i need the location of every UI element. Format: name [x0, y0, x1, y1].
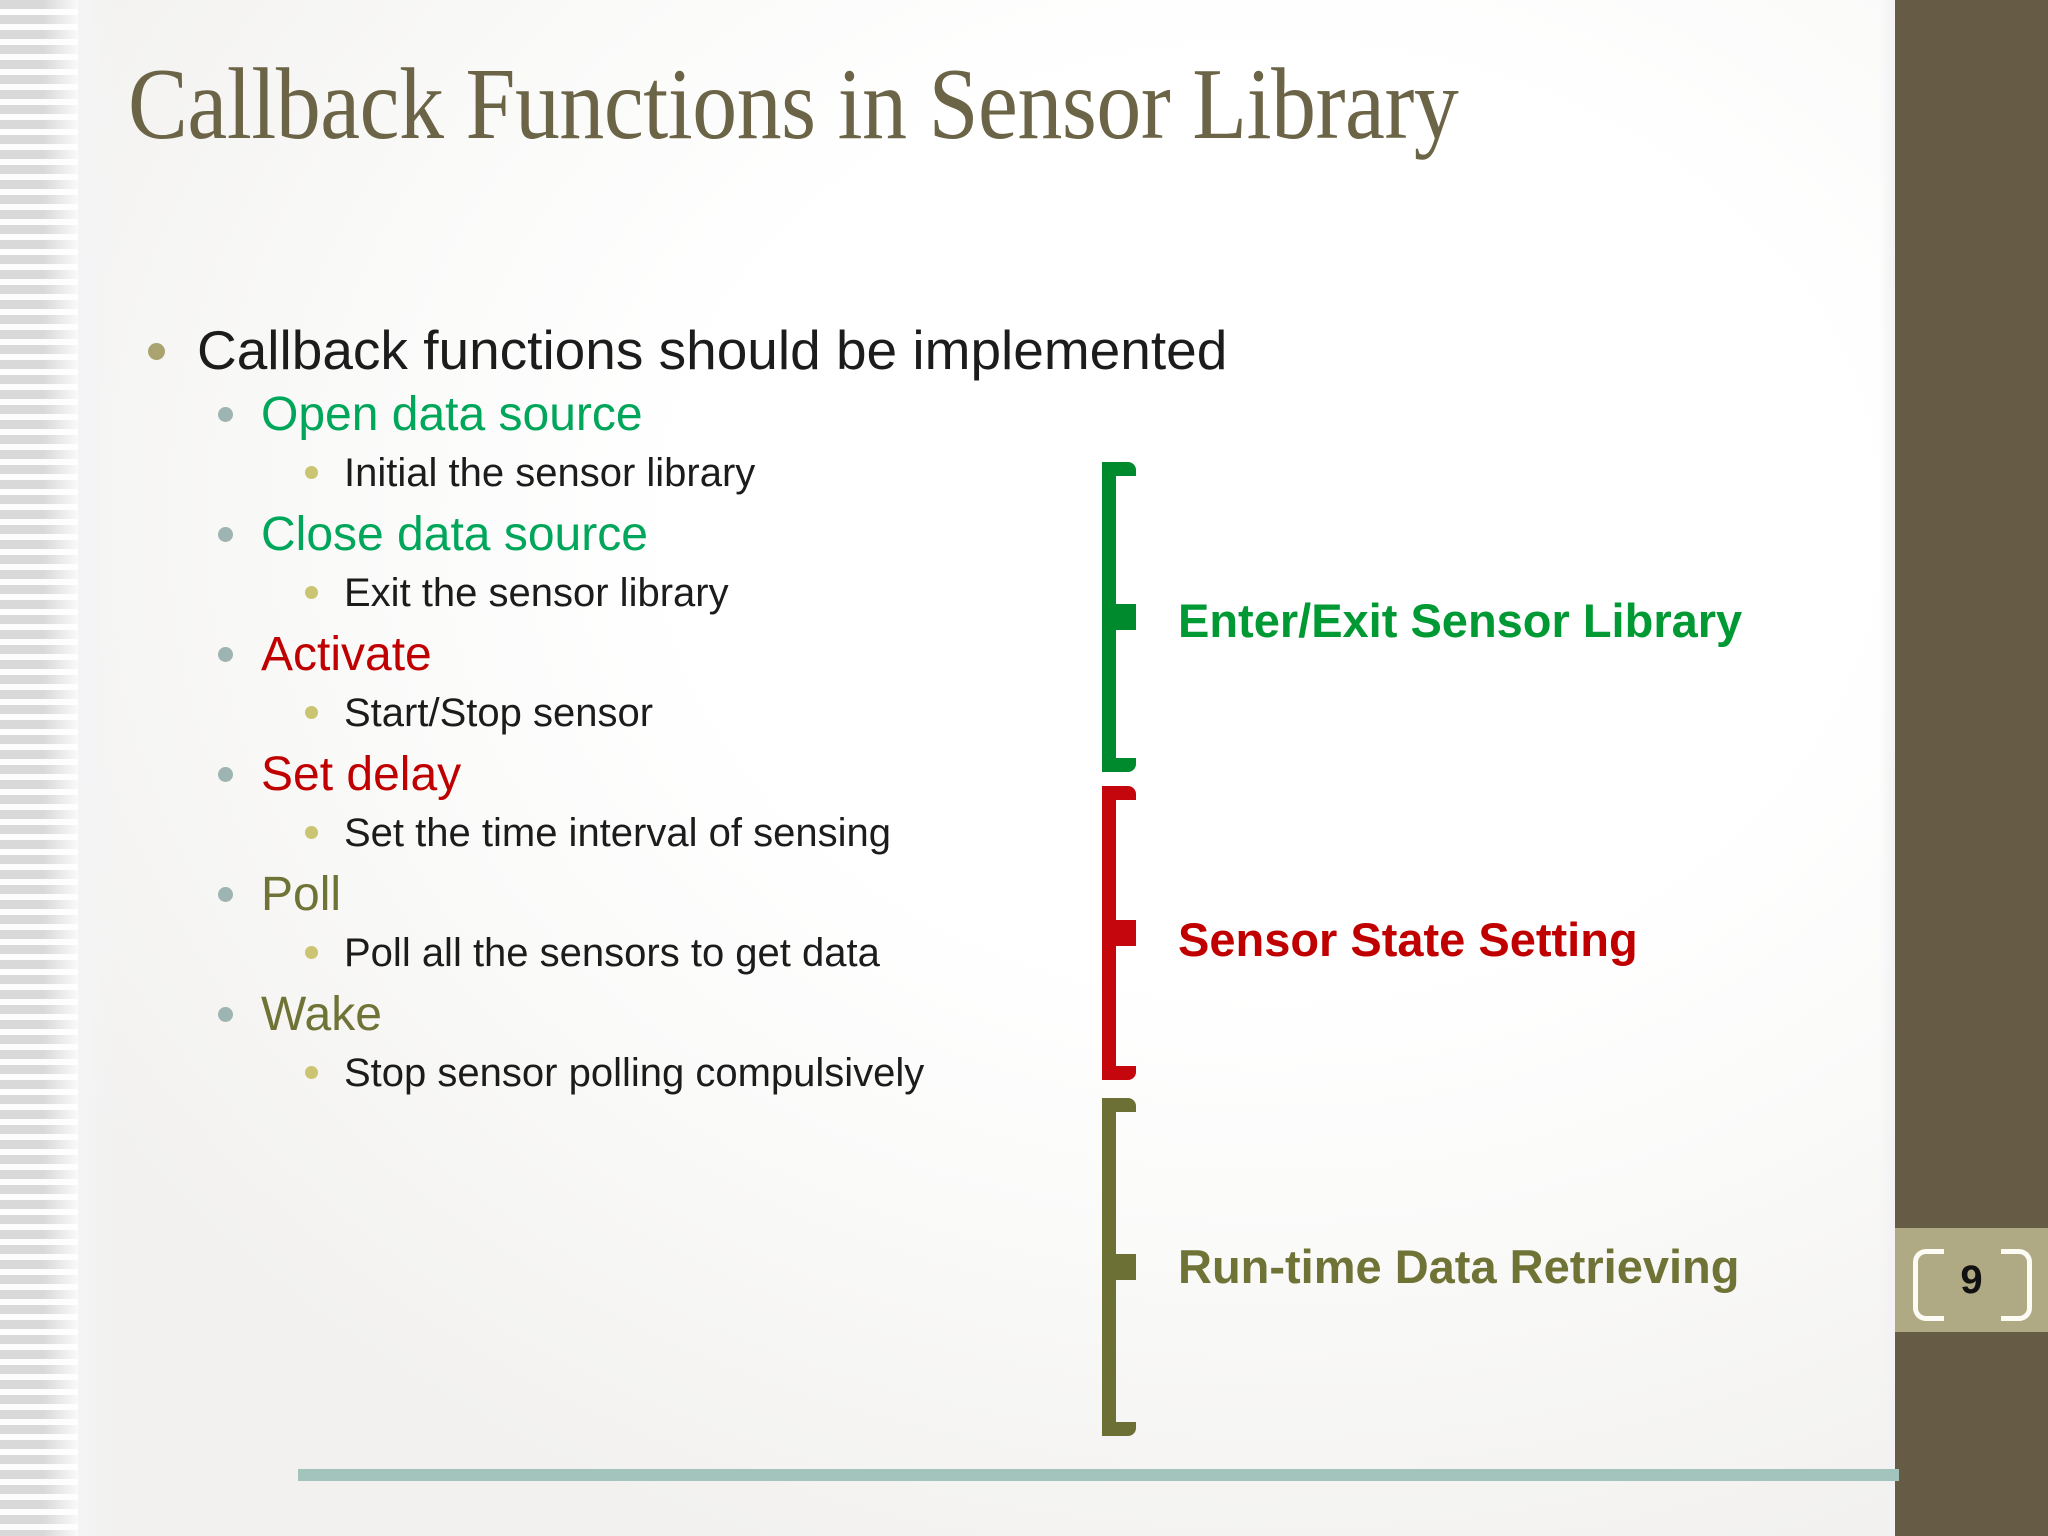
bullet-level3-icon: [305, 826, 318, 839]
group-label-runtime-data: Run-time Data Retrieving: [1178, 1240, 1740, 1293]
brace-cap-bottom: [1102, 1066, 1136, 1080]
list-item: Initial the sensor library: [305, 451, 755, 496]
list-item: Stop sensor polling compulsively: [305, 1051, 924, 1096]
callback-name: Activate: [261, 628, 432, 681]
brace-stem: [1102, 462, 1116, 772]
list-item: Poll: [218, 868, 341, 921]
bullet-level2-icon: [218, 1007, 233, 1022]
callback-detail: Poll all the sensors to get data: [344, 931, 880, 975]
bullet-level3-icon: [305, 466, 318, 479]
bullet-level2-icon: [218, 767, 233, 782]
bullet-level1-icon: [148, 343, 165, 360]
callback-name: Set delay: [261, 748, 462, 801]
bracket-right-icon: [2001, 1249, 2032, 1321]
callback-name: Poll: [261, 868, 342, 921]
group-label-enter-exit: Enter/Exit Sensor Library: [1178, 594, 1743, 647]
callback-name: Open data source: [261, 388, 643, 441]
list-item: Wake: [218, 988, 382, 1041]
callback-detail: Start/Stop sensor: [344, 691, 654, 735]
bullet-level2-icon: [218, 527, 233, 542]
outline-heading-label: Callback functions should be implemented: [197, 319, 1228, 381]
callback-detail: Stop sensor polling compulsively: [344, 1051, 925, 1095]
bullet-level2-icon: [218, 887, 233, 902]
list-item: Poll all the sensors to get data: [305, 931, 880, 976]
list-item: Open data source: [218, 388, 643, 441]
callback-name: Close data source: [261, 508, 648, 561]
brace-nub: [1116, 1254, 1136, 1280]
brace-stem: [1102, 1098, 1116, 1436]
group-brace-sensor-state: [1088, 786, 1136, 1080]
group-brace-runtime-data: [1088, 1098, 1136, 1436]
list-item: Set delay: [218, 748, 461, 801]
group-brace-enter-exit: [1088, 462, 1136, 772]
bullet-level2-icon: [218, 407, 233, 422]
brace-cap-bottom: [1102, 758, 1136, 772]
bullet-level3-icon: [305, 706, 318, 719]
list-item: Start/Stop sensor: [305, 691, 653, 736]
bullet-level3-icon: [305, 1066, 318, 1079]
right-bar-gap: [1879, 0, 1895, 1536]
brace-nub: [1116, 604, 1136, 630]
bullet-level3-icon: [305, 586, 318, 599]
callback-detail: Exit the sensor library: [344, 571, 729, 615]
bullet-level2-icon: [218, 647, 233, 662]
page-title: Callback Functions in Sensor Library: [128, 48, 1459, 161]
page-number: 9: [1960, 1258, 1983, 1302]
callback-detail: Set the time interval of sensing: [344, 811, 891, 855]
list-item: Close data source: [218, 508, 648, 561]
left-stripe-decoration: [0, 0, 78, 1536]
brace-stem: [1102, 786, 1116, 1080]
list-item: Activate: [218, 628, 432, 681]
list-item: Set the time interval of sensing: [305, 811, 891, 856]
bracket-left-icon: [1913, 1249, 1944, 1321]
outline-heading-row: Callback functions should be implemented: [148, 320, 1227, 380]
group-label-sensor-state: Sensor State Setting: [1178, 913, 1638, 966]
callback-name: Wake: [261, 988, 382, 1041]
page-number-plate: 9: [1895, 1228, 2048, 1332]
callback-detail: Initial the sensor library: [344, 451, 756, 495]
bullet-level3-icon: [305, 946, 318, 959]
brace-cap-bottom: [1102, 1422, 1136, 1436]
left-edge-fade: [78, 0, 118, 1536]
list-item: Exit the sensor library: [305, 571, 729, 616]
brace-nub: [1116, 920, 1136, 946]
footer-rule: [298, 1469, 1899, 1481]
